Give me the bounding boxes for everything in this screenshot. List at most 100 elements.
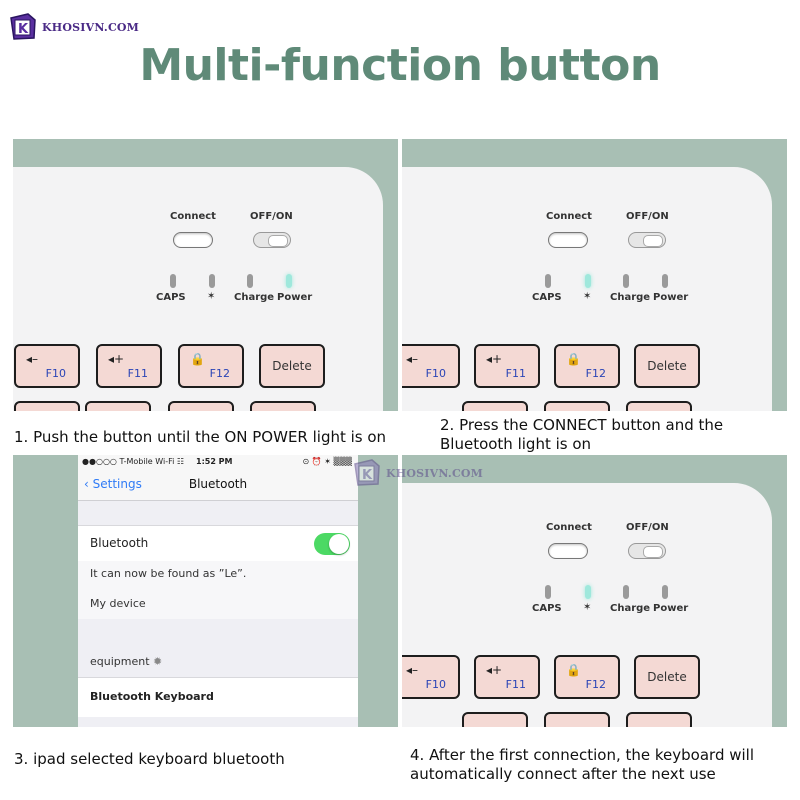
key-row2 xyxy=(462,401,528,411)
volume-up-icon: ◂+ xyxy=(486,663,503,677)
key-row2 xyxy=(626,401,692,411)
charge-led xyxy=(623,274,629,288)
bluetooth-toggle[interactable] xyxy=(314,533,350,555)
bluetooth-led xyxy=(585,274,591,288)
keyboard-body: Connect OFF/ON CAPS ✶ Charge Power ◂–F10… xyxy=(13,167,383,411)
key-f12: 🔒F12 xyxy=(178,344,244,388)
key-row2 xyxy=(544,401,610,411)
keyboard-body: Connect OFF/ON CAPS ✶ Charge Power ◂–F10… xyxy=(402,167,772,411)
charge-label: Charge xyxy=(234,292,275,303)
power-label: OFF/ON xyxy=(250,211,293,222)
caps-led xyxy=(545,274,551,288)
bluetooth-icon: ✶ xyxy=(583,602,592,613)
discoverable-text: It can now be found as ”Le”. xyxy=(90,567,247,580)
bluetooth-toggle-row: Bluetooth xyxy=(78,525,358,561)
power-led xyxy=(662,274,668,288)
volume-mute-icon: ◂– xyxy=(406,352,419,366)
key-delete: Delete xyxy=(259,344,325,388)
bluetooth-icon: ✶ xyxy=(583,291,592,302)
volume-up-icon: ◂+ xyxy=(108,352,125,366)
connect-button xyxy=(548,543,588,559)
caps-label: CAPS xyxy=(532,603,562,614)
volume-mute-icon: ◂– xyxy=(406,663,419,677)
connect-button xyxy=(548,232,588,248)
bluetooth-info: It can now be found as ”Le”. My device xyxy=(78,561,358,619)
watermark-logo: K KHOSIVN.COM xyxy=(352,458,483,488)
ipad-screen: ●●○○○ T-Mobile Wi-Fi ☷ 1:52 PM ⊙ ⏰ ✶ ▒▒▒… xyxy=(78,455,358,727)
carrier-text: ●●○○○ T-Mobile Wi-Fi ☷ xyxy=(82,457,185,466)
power-switch xyxy=(253,232,291,248)
power-label: OFF/ON xyxy=(626,211,669,222)
key-row2 xyxy=(544,712,610,727)
step2-caption-line1: 2. Press the CONNECT button and the xyxy=(440,416,724,434)
step1-image: Connect OFF/ON CAPS ✶ Charge Power ◂–F10… xyxy=(13,139,398,411)
key-f11: ◂+F11 xyxy=(474,344,540,388)
loading-spinner-icon: ✹ xyxy=(153,655,163,668)
key-f12: 🔒F12 xyxy=(554,344,620,388)
power-label: OFF/ON xyxy=(626,522,669,533)
step4-image: Connect OFF/ON CAPS ✶ Charge Power ◂–F10… xyxy=(402,455,787,727)
brand-logo: K KHOSIVN.COM xyxy=(8,12,139,42)
my-device-header: My device xyxy=(90,597,146,610)
bluetooth-led xyxy=(209,274,215,288)
step3-image: ●●○○○ T-Mobile Wi-Fi ☷ 1:52 PM ⊙ ⏰ ✶ ▒▒▒… xyxy=(13,455,398,727)
brand-name: KHOSIVN.COM xyxy=(42,20,140,34)
volume-mute-icon: ◂– xyxy=(26,352,39,366)
key-f11: ◂+F11 xyxy=(96,344,162,388)
power-label-led: Power xyxy=(653,603,689,614)
connect-label: Connect xyxy=(170,211,216,222)
device-row[interactable]: Bluetooth Keyboard xyxy=(78,677,358,717)
step4-caption-line1: 4. After the first connection, the keybo… xyxy=(410,746,755,764)
caps-label: CAPS xyxy=(156,292,186,303)
lock-icon: 🔒 xyxy=(190,352,205,366)
power-switch xyxy=(628,543,666,559)
connect-label: Connect xyxy=(546,522,592,533)
step4-caption-line2: automatically connect after the next use xyxy=(410,765,716,783)
power-switch xyxy=(628,232,666,248)
caps-led xyxy=(170,274,176,288)
svg-text:K: K xyxy=(362,468,373,483)
key-f10: ◂–F10 xyxy=(402,655,460,699)
key-f10: ◂–F10 xyxy=(14,344,80,388)
nav-title: Bluetooth xyxy=(188,477,248,491)
key-row2 xyxy=(626,712,692,727)
key-row2 xyxy=(250,401,316,411)
bluetooth-keyboard-item: Bluetooth Keyboard xyxy=(90,690,214,703)
key-row2 xyxy=(168,401,234,411)
status-icons: ⊙ ⏰ ✶ ▒▒▒ xyxy=(302,457,352,466)
lock-icon: 🔒 xyxy=(566,663,581,677)
bluetooth-label: Bluetooth xyxy=(90,536,149,550)
connect-button xyxy=(173,232,213,248)
power-led xyxy=(662,585,668,599)
key-row2 xyxy=(462,712,528,727)
step2-caption-line2: Bluetooth light is on xyxy=(440,435,592,453)
charge-label: Charge xyxy=(610,603,651,614)
power-label-led: Power xyxy=(277,292,313,303)
key-delete: Delete xyxy=(634,655,700,699)
equipment-header: equipment ✹ xyxy=(90,655,163,668)
back-button[interactable]: ‹ Settings xyxy=(84,477,142,491)
key-f10: ◂–F10 xyxy=(402,344,460,388)
key-row2 xyxy=(85,401,151,411)
charge-led xyxy=(247,274,253,288)
lock-icon: 🔒 xyxy=(566,352,581,366)
power-led xyxy=(286,274,292,288)
svg-text:K: K xyxy=(18,22,29,37)
step1-caption: 1. Push the button until the ON POWER li… xyxy=(14,428,387,446)
volume-up-icon: ◂+ xyxy=(486,352,503,366)
nav-bar: ‹ Settings Bluetooth xyxy=(78,469,358,501)
key-f12: 🔒F12 xyxy=(554,655,620,699)
power-label-led: Power xyxy=(653,292,689,303)
page-title: Multi-function button xyxy=(139,40,661,91)
status-bar: ●●○○○ T-Mobile Wi-Fi ☷ 1:52 PM ⊙ ⏰ ✶ ▒▒▒ xyxy=(78,455,358,469)
bluetooth-led xyxy=(585,585,591,599)
key-row2 xyxy=(14,401,80,411)
step3-caption: 3. ipad selected keyboard bluetooth xyxy=(14,750,285,768)
clock: 1:52 PM xyxy=(196,457,233,466)
equipment-section: equipment ✹ xyxy=(78,625,358,675)
connect-label: Connect xyxy=(546,211,592,222)
k-badge-icon: K xyxy=(352,458,382,488)
watermark-text: KHOSIVN.COM xyxy=(386,466,484,480)
step2-image: Connect OFF/ON CAPS ✶ Charge Power ◂–F10… xyxy=(402,139,787,411)
k-badge-icon: K xyxy=(8,12,38,42)
